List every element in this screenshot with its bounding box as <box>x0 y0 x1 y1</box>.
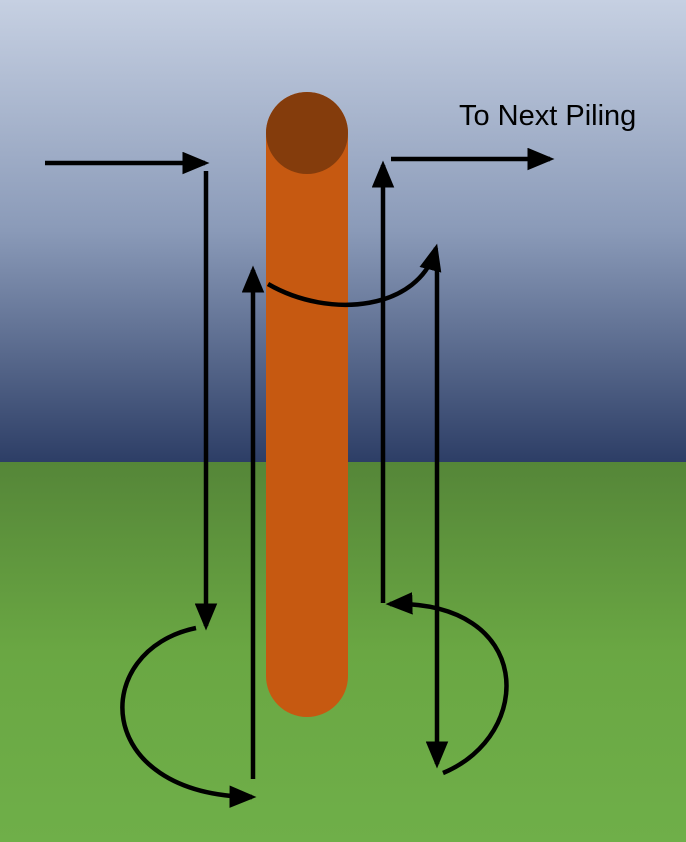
piling-top <box>266 92 348 174</box>
top-wrap-arrow <box>266 243 442 308</box>
bottom-right-wrap-arrow <box>385 592 509 776</box>
bottom-left-wrap-arrow <box>120 625 257 808</box>
piling-body <box>266 92 348 717</box>
next-piling-label: To Next Piling <box>459 100 637 132</box>
